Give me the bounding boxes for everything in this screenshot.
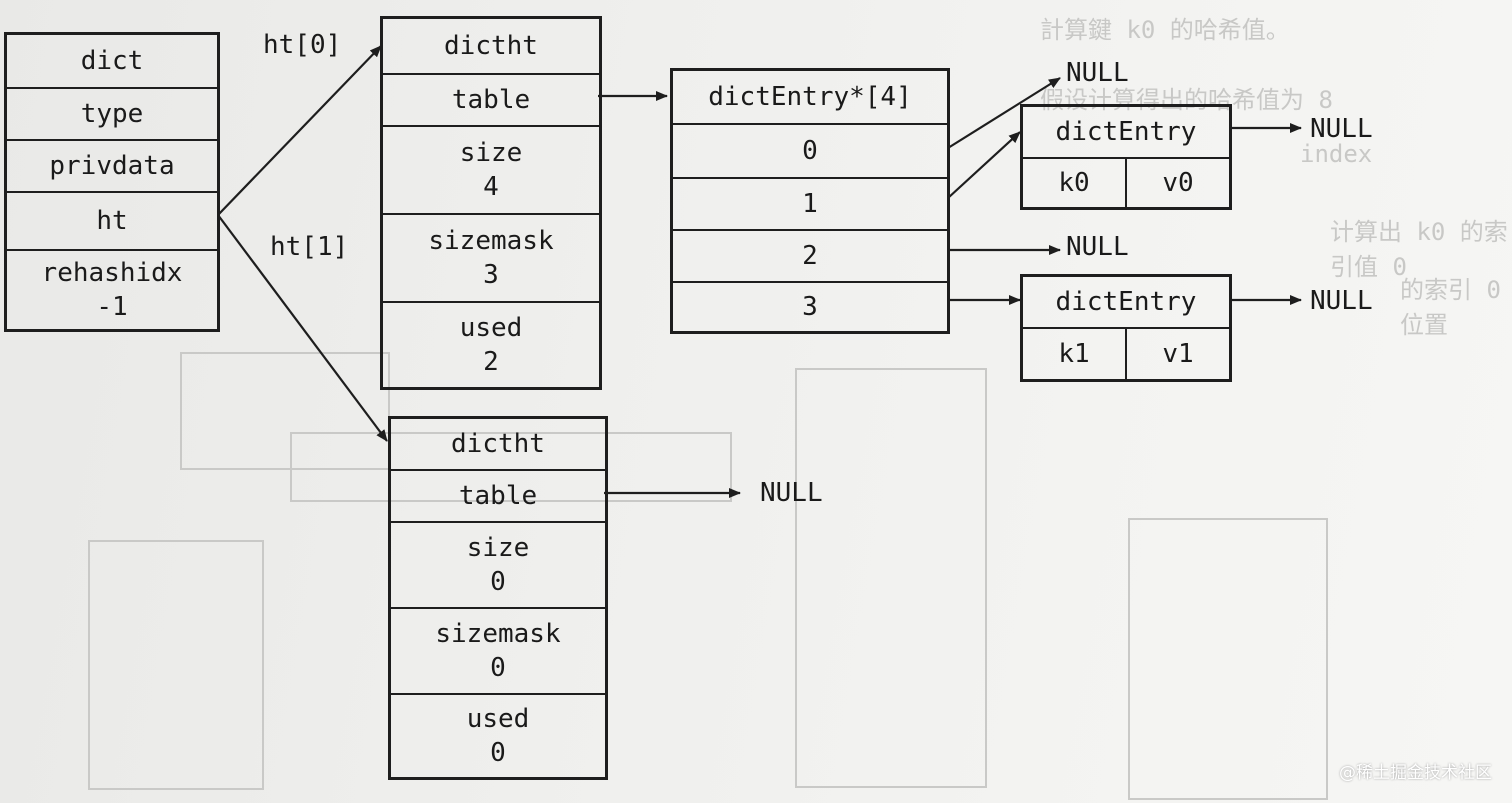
entry1-key: k1 — [1058, 339, 1090, 369]
ht0-dictht: dictht table size 4 sizemask 3 used 2 — [380, 16, 602, 390]
arrow-ht-to-ht0 — [217, 45, 382, 216]
entry0-kv-row: k0 v0 — [1023, 159, 1229, 207]
dict-row-privdata: privdata — [7, 141, 217, 193]
null-slot0: NULL — [1066, 58, 1129, 88]
entry1-title: dictEntry — [1023, 277, 1229, 329]
array-slot-3: 3 — [802, 292, 818, 322]
entry0-title: dictEntry — [1023, 107, 1229, 159]
null-ht1-table: NULL — [760, 478, 823, 508]
dictentry-k1: dictEntry k1 v1 — [1020, 274, 1232, 382]
ht0-size: size 4 — [383, 127, 599, 215]
array-slot-1: 1 — [673, 179, 947, 231]
array-title: dictEntry*[4] — [673, 71, 947, 125]
ht1-label: ht[1] — [270, 232, 349, 262]
dict-row-name: dict — [7, 35, 217, 89]
arrow-ht-to-ht1 — [217, 214, 388, 442]
array-slot-0: 0 — [673, 125, 947, 179]
ht0-used: used 2 — [459, 313, 523, 377]
arrow-slot1-to-entry0 — [947, 131, 1021, 199]
ht1-size: size 0 — [391, 523, 605, 609]
dictentry-array: dictEntry*[4] 0 1 2 3 — [670, 68, 950, 334]
null-slot2: NULL — [1066, 232, 1129, 262]
dict-struct: dict type privdata ht rehashidx -1 — [4, 32, 220, 332]
ht0-table: table — [383, 75, 599, 127]
arrow-slot0-to-null — [947, 77, 1061, 149]
ht0-label: ht[0] — [263, 30, 342, 60]
dict-row-ht: ht — [7, 193, 217, 251]
ht1-dictht: dictht table size 0 sizemask 0 used 0 — [388, 416, 608, 780]
dictentry-k0: dictEntry k0 v0 — [1020, 104, 1232, 210]
null-entry1-next: NULL — [1310, 286, 1373, 316]
ht1-table: table — [391, 471, 605, 523]
entry1-value: v1 — [1125, 329, 1229, 379]
entry0-key: k0 — [1058, 168, 1090, 198]
entry0-value: v0 — [1125, 159, 1229, 207]
ht1-used: used 0 — [466, 704, 530, 768]
dict-row-rehashidx: rehashidx -1 — [41, 258, 183, 322]
dict-row-type: type — [7, 89, 217, 141]
ht1-title: dictht — [391, 419, 605, 471]
entry1-kv-row: k1 v1 — [1023, 329, 1229, 379]
ht1-sizemask: sizemask 0 — [391, 609, 605, 695]
ht0-sizemask: sizemask 3 — [383, 215, 599, 303]
array-slot-2: 2 — [673, 231, 947, 283]
null-entry0-next: NULL — [1310, 114, 1373, 144]
site-watermark: @稀土掘金技术社区 — [1339, 763, 1492, 783]
ht0-title: dictht — [383, 19, 599, 75]
